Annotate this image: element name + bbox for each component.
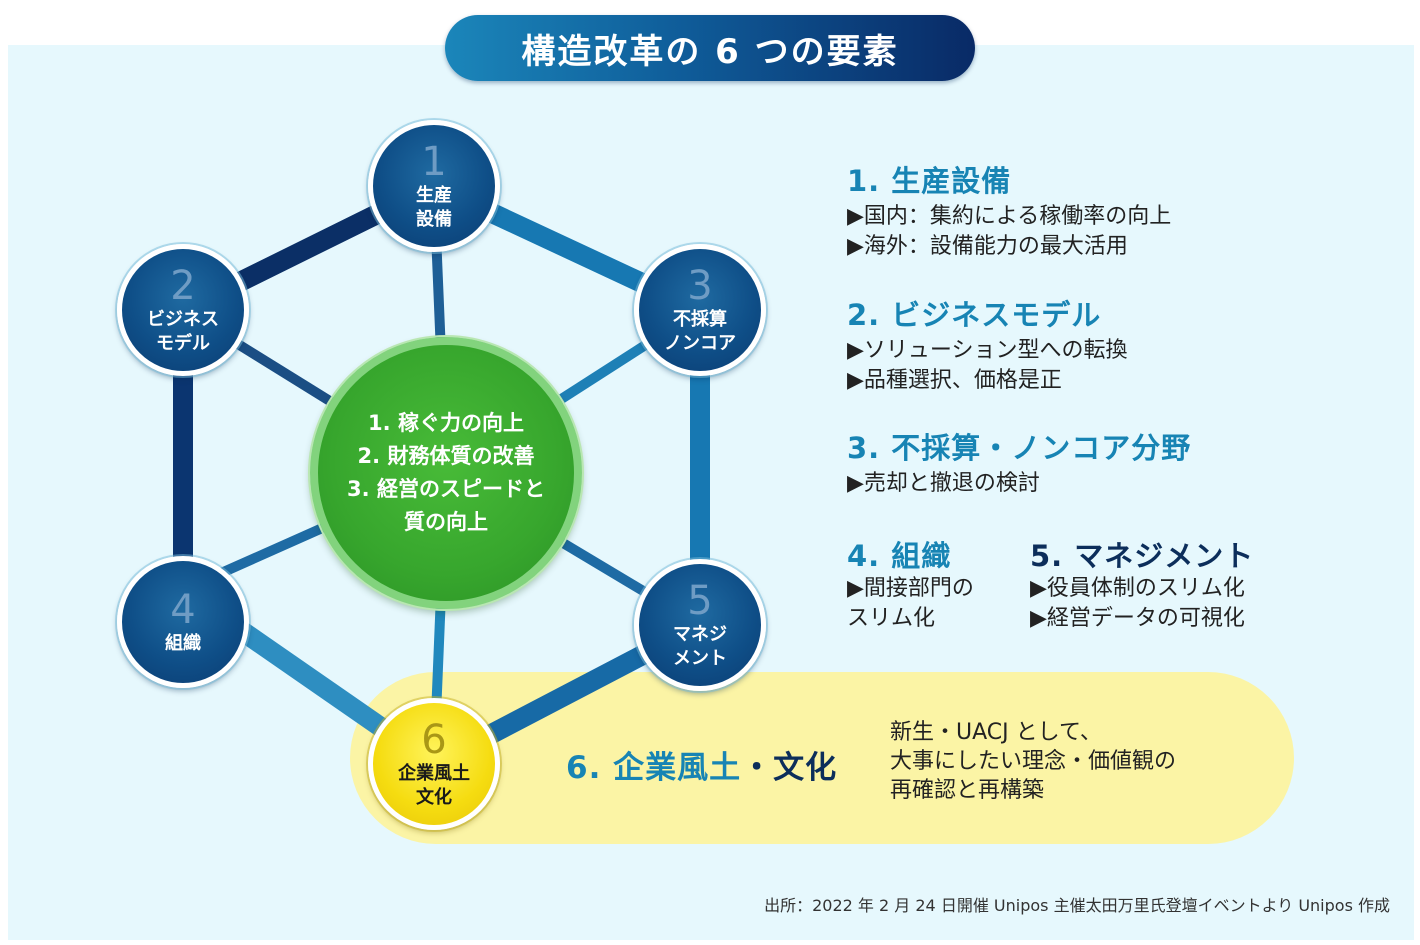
section-3-title: 3. 不採算・ノンコア分野 — [847, 431, 1192, 465]
node-label: マネジ メント — [673, 624, 727, 669]
culture-heading-sep: ・ — [741, 750, 774, 786]
culture-description: 新生・UACJ として、 大事にしたい理念・価値観の 再確認と再構築 — [890, 718, 1176, 805]
center-line-3: 3. 経営のスピードと — [347, 477, 545, 501]
section-4-bullet-2: スリム化 — [847, 606, 936, 631]
node-4-organization: 4 組織 — [117, 556, 249, 688]
node-label: 生産 設備 — [416, 185, 452, 230]
section-2-bullet-1: ▶ソリューション型への転換 — [847, 338, 1128, 363]
node-label: 企業風土 文化 — [398, 763, 470, 808]
section-5-bullet-1: ▶役員体制のスリム化 — [1030, 576, 1245, 601]
section-4-title: 4. 組織 — [847, 539, 952, 573]
culture-desc-line-1: 新生・UACJ として、 — [890, 720, 1102, 745]
section-1-bullet-1: ▶国内：集約による稼働率の向上 — [847, 204, 1172, 229]
section-5-bullet-2: ▶経営データの可視化 — [1030, 606, 1245, 631]
node-label: ビジネス モデル — [147, 309, 219, 354]
culture-heading: 6. 企業風土・文化 — [566, 742, 837, 787]
section-1-title: 1. 生産設備 — [847, 164, 1012, 198]
node-label: 不採算 ノンコア — [664, 309, 736, 354]
node-number: 6 — [421, 717, 447, 763]
culture-highlight-band — [350, 672, 1294, 844]
section-2-bullet-2: ▶品種選択、価格是正 — [847, 368, 1062, 393]
node-number: 1 — [421, 139, 447, 185]
center-line-2: 2. 財務体質の改善 — [357, 444, 535, 468]
node-1-production-equipment: 1 生産 設備 — [368, 120, 500, 252]
diagram-title: 構造改革の 6 つの要素 — [445, 15, 975, 81]
node-number: 5 — [687, 578, 713, 624]
center-goals: 1. 稼ぐ力の向上 2. 財務体質の改善 3. 経営のスピードと 質の向上 — [310, 337, 582, 609]
node-6-culture: 6 企業風土 文化 — [368, 698, 500, 830]
node-2-business-model: 2 ビジネス モデル — [117, 244, 249, 376]
section-5-title: 5. マネジメント — [1030, 539, 1255, 573]
center-line-4: 質の向上 — [404, 510, 488, 534]
node-5-management: 5 マネジ メント — [634, 559, 766, 691]
culture-desc-line-3: 再確認と再構築 — [890, 778, 1045, 803]
node-label: 組織 — [165, 633, 201, 654]
node-3-noncore: 3 不採算 ノンコア — [634, 244, 766, 376]
culture-heading-num: 6. 企業風土 — [566, 750, 742, 786]
culture-desc-line-2: 大事にしたい理念・価値観の — [890, 749, 1177, 774]
node-number: 3 — [687, 263, 713, 309]
section-1-bullet-2: ▶海外：設備能力の最大活用 — [847, 234, 1128, 259]
culture-heading-word: 文化 — [773, 750, 838, 786]
section-4-bullet-1: ▶間接部門の — [847, 576, 974, 601]
section-3-bullet-1: ▶売却と撤退の検討 — [847, 471, 1040, 496]
section-2-title: 2. ビジネスモデル — [847, 298, 1102, 332]
node-number: 4 — [170, 587, 196, 633]
node-number: 2 — [170, 263, 196, 309]
center-line-1: 1. 稼ぐ力の向上 — [368, 411, 524, 435]
source-note: 出所：2022 年 2 月 24 日開催 Unipos 主催太田万里氏登壇イベン… — [764, 896, 1390, 915]
